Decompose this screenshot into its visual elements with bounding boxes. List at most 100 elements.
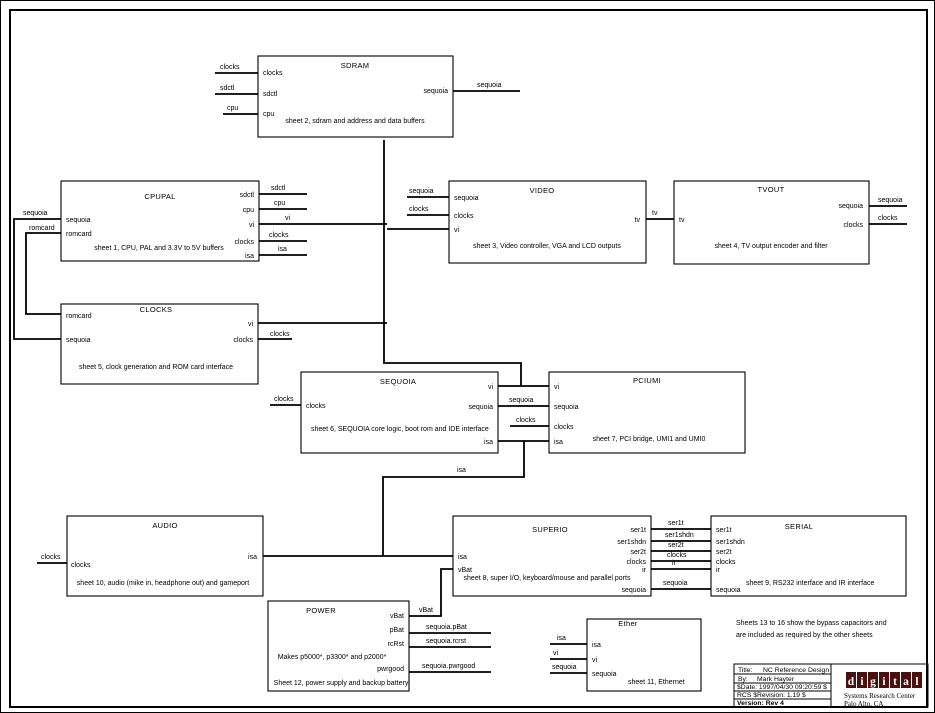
wire-vbat xyxy=(409,568,453,617)
block-power[interactable]: POWER vBat pBat rcRst pwrgood Makes p500… xyxy=(267,600,410,692)
title-value: NC Reference Design xyxy=(763,667,829,674)
port-isa: isa xyxy=(458,554,467,561)
port-tv: tv xyxy=(679,217,685,224)
wire-isa-branch xyxy=(382,441,525,556)
port-ser2t: ser2t xyxy=(630,549,646,556)
wire-vi-trunk xyxy=(383,140,522,386)
port-sequoia: sequoia xyxy=(468,404,493,411)
block-cpupal[interactable]: CPUPAL sequoia romcard sdctl cpu vi cloc… xyxy=(60,180,260,262)
port-ser1t: ser1t xyxy=(630,527,646,534)
wire-romcard-cpupal-clocks xyxy=(25,232,61,315)
port-isa: isa xyxy=(592,642,601,649)
logo-letter: a xyxy=(903,676,909,688)
port-ser1shdn: ser1shdn xyxy=(617,539,646,546)
net-label-clocks: clocks xyxy=(878,215,898,222)
net-label-clocks: clocks xyxy=(667,552,687,559)
net-label-clocks: clocks xyxy=(274,396,294,403)
wires xyxy=(13,72,907,674)
notes: Sheets 13 to 16 show the bypass capacito… xyxy=(736,620,887,639)
net-label-sequoia: sequoia xyxy=(663,580,688,587)
net-label-vi: vi xyxy=(285,215,291,222)
port-ir: ir xyxy=(642,567,647,574)
logo-square xyxy=(901,672,911,688)
block-ether[interactable]: Ether isa vi sequoia sheet 11, Ethernet xyxy=(586,618,702,692)
port-ir: ir xyxy=(716,567,721,574)
block-clocks[interactable]: CLOCKS romcard sequoia vi clocks sheet 5… xyxy=(60,303,259,385)
port-clocks: clocks xyxy=(235,239,255,246)
port-sequoia: sequoia xyxy=(423,88,448,95)
block-caption: sheet 8, super I/O, keyboard/mouse and p… xyxy=(464,575,631,582)
net-label-sequoia: sequoia xyxy=(409,188,434,195)
port-vi: vi xyxy=(454,227,460,234)
port-clocks: clocks xyxy=(263,70,283,77)
block-outline xyxy=(60,303,259,385)
port-sequoia: sequoia xyxy=(554,404,579,411)
port-vbat: vBat xyxy=(390,613,404,620)
block-serial[interactable]: SERIAL ser1t ser1shdn ser2t clocks ir se… xyxy=(710,515,907,597)
port-ser2t: ser2t xyxy=(716,549,732,556)
logo-square xyxy=(890,672,900,688)
port-clocks: clocks xyxy=(716,559,736,566)
block-outline xyxy=(60,180,260,262)
port-clocks: clocks xyxy=(627,559,647,566)
block-tvout[interactable]: TVOUT tv sequoia clocks sheet 4, TV outp… xyxy=(673,180,870,265)
title-block: Title: NC Reference Design By: Mark Hayt… xyxy=(733,663,929,708)
net-label-sequoia-rcrst: sequoia.rcrst xyxy=(426,638,466,645)
port-romcard: romcard xyxy=(66,231,92,238)
net-label-romcard: romcard xyxy=(29,225,55,232)
block-title: SEQUOIA xyxy=(380,377,416,386)
net-label-clocks: clocks xyxy=(516,417,536,424)
net-label-tv: tv xyxy=(652,210,658,217)
net-label-isa: isa xyxy=(278,246,287,253)
version-value: Version: Rev 4 xyxy=(737,700,784,707)
by-value: Mark Hayter xyxy=(757,676,795,683)
block-caption: sheet 5, clock generation and ROM card i… xyxy=(79,364,233,371)
title-label: Title: xyxy=(738,667,753,674)
block-title: SUPERIO xyxy=(532,525,568,534)
port-vi: vi xyxy=(554,384,560,391)
block-outline xyxy=(448,180,647,264)
port-sequoia: sequoia xyxy=(454,195,479,202)
net-label-sequoia: sequoia xyxy=(23,210,48,217)
block-title: SDRAM xyxy=(341,61,370,70)
logo-letter: i xyxy=(882,676,886,688)
net-label-clocks: clocks xyxy=(220,64,240,71)
net-label-cpu: cpu xyxy=(274,200,285,207)
block-video[interactable]: VIDEO sequoia clocks vi tv sheet 3, Vide… xyxy=(448,180,647,264)
block-title: Ether xyxy=(618,619,638,628)
net-label-sequoia-pbat: sequoia.pBat xyxy=(426,624,467,631)
logo-square xyxy=(846,672,856,688)
block-title: CLOCKS xyxy=(140,305,173,314)
block-caption: sheet 10, audio (mike in, headphone out)… xyxy=(77,580,249,587)
block-title: CPUPAL xyxy=(144,192,175,201)
block-outline xyxy=(710,515,907,597)
port-romcard: romcard xyxy=(66,313,92,320)
block-caption: Sheet 12, power supply and backup batter… xyxy=(274,680,409,687)
block-sequoia[interactable]: SEQUOIA clocks vi sequoia isa sheet 6, S… xyxy=(300,371,499,454)
port-cpu: cpu xyxy=(243,207,254,214)
port-isa: isa xyxy=(248,554,257,561)
block-superio[interactable]: SUPERIO isa vBat ser1t ser1shdn ser2t cl… xyxy=(452,515,652,597)
port-sequoia: sequoia xyxy=(621,587,646,594)
port-vi: vi xyxy=(592,657,598,664)
port-sequoia: sequoia xyxy=(66,337,91,344)
block-caption: sheet 7, PCI bridge, UMI1 and UMI0 xyxy=(593,436,706,443)
port-isa: isa xyxy=(554,439,563,446)
net-label-sequoia: sequoia xyxy=(509,397,534,404)
port-clocks: clocks xyxy=(234,337,254,344)
port-pbat: pBat xyxy=(390,627,404,634)
block-sdram[interactable]: SDRAM clocks sdctl cpu sequoia sheet 2, … xyxy=(257,55,454,138)
port-vi: vi xyxy=(248,321,254,328)
block-caption: sheet 6, SEQUOIA core logic, boot rom an… xyxy=(311,426,489,433)
port-clocks: clocks xyxy=(554,424,574,431)
port-pwrgood: pwrgood xyxy=(377,666,404,673)
block-audio[interactable]: AUDIO clocks isa sheet 10, audio (mike i… xyxy=(66,515,264,597)
net-label-ser1t: ser1t xyxy=(668,520,684,527)
block-pciumi[interactable]: PCIUMI vi sequoia clocks isa sheet 7, PC… xyxy=(548,371,746,454)
port-sequoia: sequoia xyxy=(66,217,91,224)
port-clocks: clocks xyxy=(71,562,91,569)
net-label-ser2t: ser2t xyxy=(668,542,684,549)
block-outline xyxy=(673,180,870,265)
port-clocks: clocks xyxy=(306,403,326,410)
